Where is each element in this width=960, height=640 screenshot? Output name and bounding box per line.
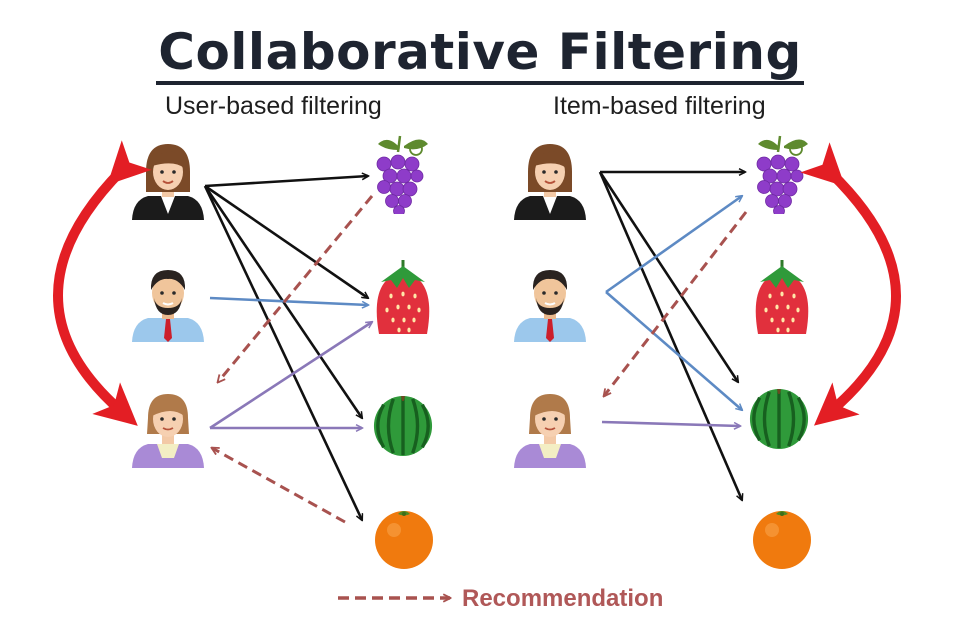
user-a-icon — [513, 143, 587, 220]
user-b-ratings — [605, 196, 742, 410]
diagram-title-text: Collaborative Filtering — [156, 23, 804, 85]
strawberry-icon — [375, 258, 431, 336]
user-b-icon — [131, 269, 205, 342]
user-similarity-arrow — [53, 140, 152, 426]
legend-label: Recommendation — [462, 585, 664, 612]
user-c-icon — [513, 393, 587, 468]
user-c-ratings — [209, 322, 372, 430]
watermelon-icon — [748, 388, 810, 450]
rating-arrow — [203, 185, 362, 520]
watermelon-icon — [372, 395, 434, 457]
item-based-recommendation-arrow — [604, 211, 748, 396]
user-b-rating-arrow — [209, 296, 368, 305]
user-a-ratings — [203, 176, 368, 520]
user-c-rating-arrow — [601, 420, 740, 426]
rating-arrow — [209, 322, 372, 430]
recommendation-arrow — [212, 448, 346, 524]
user-a-icon — [131, 143, 205, 220]
user-based-recommendations — [212, 195, 374, 524]
diagram-title: Collaborative Filtering — [0, 22, 960, 85]
grape-icon — [375, 134, 430, 214]
item-based-label: Item-based filtering — [553, 92, 766, 120]
item-similarity-arrow — [800, 142, 901, 426]
rating-arrow — [204, 176, 368, 188]
recommendation-arrow — [218, 195, 374, 382]
rating-arrow — [204, 184, 368, 298]
rating-arrow — [598, 171, 738, 382]
user-based-label: User-based filtering — [165, 92, 382, 120]
user-a-ratings — [598, 171, 745, 500]
orange-icon — [753, 511, 811, 569]
strawberry-icon — [754, 258, 810, 336]
user-c-icon — [131, 393, 205, 468]
rating-arrow — [598, 171, 742, 500]
rating-arrow — [605, 196, 742, 294]
orange-icon — [375, 511, 433, 569]
rating-arrow — [605, 291, 742, 410]
grape-icon — [755, 134, 810, 214]
user-b-icon — [513, 269, 587, 342]
